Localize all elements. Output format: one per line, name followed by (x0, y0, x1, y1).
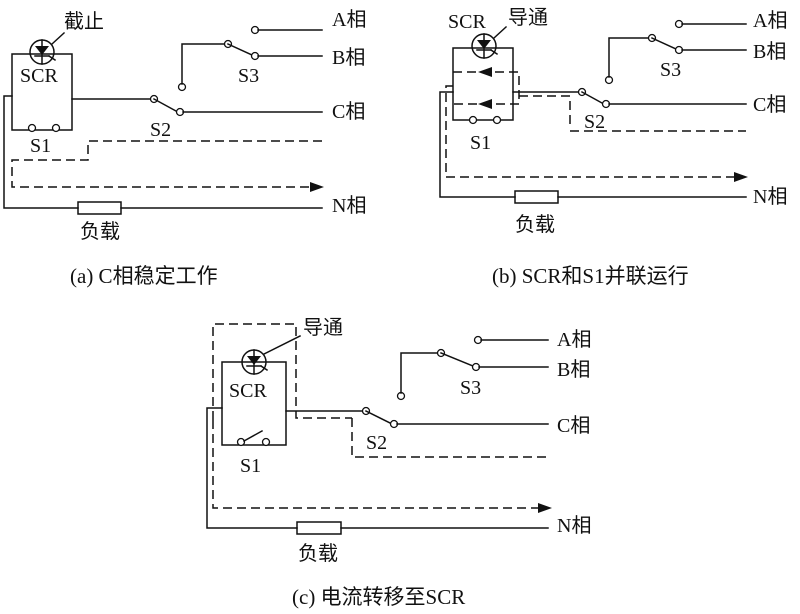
load-label: 负载 (298, 542, 338, 565)
s2-label: S2 (150, 119, 171, 141)
wire (608, 37, 650, 78)
arrow-head (538, 503, 552, 513)
scr-state-label: 导通 (508, 6, 548, 29)
internal-current-path (453, 71, 520, 105)
phase-a-label: A相 (557, 328, 591, 351)
caption-b: (b) SCR和S1并联运行 (492, 264, 689, 288)
phase-n-label: N相 (332, 194, 366, 217)
s2-blade (580, 90, 604, 105)
s3-label: S3 (460, 377, 481, 399)
s3-label: S3 (660, 59, 681, 81)
phase-c-label: C相 (753, 93, 786, 116)
s2-blade (152, 97, 178, 113)
load-resistor (77, 201, 122, 215)
wire (181, 43, 226, 85)
s1-contact (492, 115, 502, 125)
s2-blade (364, 409, 392, 425)
scr-label: SCR (20, 65, 58, 87)
scr-label: SCR (448, 11, 486, 33)
s3-label: S3 (238, 65, 259, 87)
state-leader-line (492, 25, 508, 40)
s3-blade (227, 43, 253, 56)
phase-n-label: N相 (557, 514, 591, 537)
neutral-wire (439, 91, 516, 198)
s1-label: S1 (470, 132, 491, 154)
s3-blade (440, 352, 474, 367)
scr-label: SCR (229, 380, 267, 402)
thyristor-icon (471, 33, 499, 59)
phase-b-label: B相 (557, 358, 590, 381)
s2-label: S2 (584, 111, 605, 133)
s1-contact (261, 437, 271, 447)
s1-contact (51, 123, 61, 133)
arrow-head (310, 182, 324, 192)
s1-blade (242, 429, 264, 443)
thyristor-icon (241, 349, 269, 375)
phase-b-label: B相 (753, 40, 786, 63)
state-leader-line (50, 31, 66, 46)
current-path (519, 95, 571, 128)
arrow-head (478, 67, 492, 77)
current-path (212, 420, 540, 509)
load-resistor (514, 190, 559, 204)
arrow-head (734, 172, 748, 182)
state-leader-line (262, 334, 302, 356)
scr-state-label: 截止 (64, 10, 104, 33)
s1-contact (27, 123, 37, 133)
phase-a-label: A相 (753, 9, 787, 32)
caption-c: (c) 电流转移至SCR (292, 585, 465, 609)
panel-c: 导通 SCR S1 S2 S3 A相 B相 C相 N相 负载 (206, 316, 591, 609)
load-label: 负载 (80, 220, 120, 243)
s2-label: S2 (366, 432, 387, 454)
phase-n-label: N相 (753, 185, 787, 208)
s1-contact (236, 437, 246, 447)
panel-a: 截止 SCR S1 S2 S3 A相 B相 C相 N相 负载 (3, 8, 366, 288)
current-path (445, 85, 736, 178)
caption-a: (a) C相稳定工作 (70, 264, 218, 288)
load-resistor (296, 521, 342, 535)
thyristor-icon (29, 39, 57, 65)
panel-b: SCR 导通 S1 S2 S3 A相 B相 C相 N相 (439, 6, 787, 288)
neutral-wire (3, 95, 79, 209)
current-path (212, 323, 352, 420)
s1-label: S1 (240, 455, 261, 477)
current-path (351, 418, 548, 458)
phase-c-label: C相 (332, 100, 365, 123)
phase-b-label: B相 (332, 46, 365, 69)
s3-blade (651, 37, 677, 50)
s1-contact (468, 115, 478, 125)
load-label: 负载 (515, 213, 555, 236)
wire (400, 352, 439, 394)
scr-state-label: 导通 (303, 316, 343, 339)
phase-c-label: C相 (557, 414, 590, 437)
phase-a-label: A相 (332, 8, 366, 31)
s1-label: S1 (30, 135, 51, 157)
current-path (11, 140, 322, 188)
arrow-head (478, 99, 492, 109)
neutral-wire (206, 407, 298, 529)
scr-module-box (452, 47, 514, 121)
